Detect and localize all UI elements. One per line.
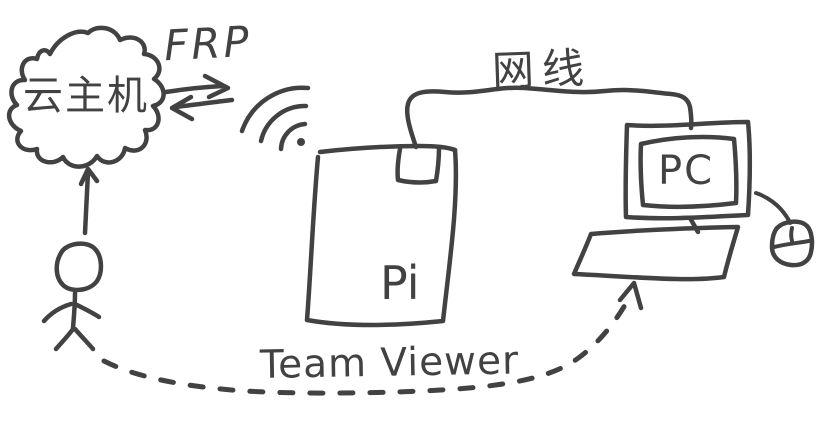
user-to-cloud-arrow xyxy=(78,166,100,236)
stick-figure-leg-right xyxy=(72,326,96,352)
monitor-stand xyxy=(687,215,701,235)
frp-label: FRP xyxy=(163,17,253,71)
wifi-arc-small xyxy=(278,121,308,152)
arrow-left-shaft xyxy=(172,97,235,110)
arrow-right-shaft xyxy=(163,83,225,95)
wifi-signal-icon xyxy=(239,85,311,152)
stick-figure-arm-left xyxy=(41,301,74,324)
pc-node: PC xyxy=(623,119,753,235)
wifi-dot xyxy=(297,138,305,146)
keyboard-icon xyxy=(571,224,741,282)
stick-figure-icon xyxy=(41,241,104,352)
stick-figure-body xyxy=(70,290,78,331)
mouse-body xyxy=(769,219,815,268)
teamviewer-dashed-curve xyxy=(101,295,632,396)
stick-figure-leg-left xyxy=(53,326,76,352)
frp-double-arrow xyxy=(163,73,235,122)
wifi-arc-large xyxy=(239,85,311,134)
mouse-button-divider xyxy=(772,239,811,249)
monitor-screen xyxy=(638,134,739,209)
raspberry-pi-node: Pi xyxy=(304,143,459,328)
mouse-button-notch xyxy=(789,226,794,243)
arrow-left-head xyxy=(169,94,195,122)
teamviewer-arrow-head xyxy=(617,280,644,311)
mouse-icon xyxy=(754,191,815,268)
pi-label: Pi xyxy=(380,256,420,310)
pc-label: PC xyxy=(658,148,714,194)
ethernet-cable-line xyxy=(405,85,694,150)
arrow-right-head xyxy=(202,73,231,100)
arrow-shaft xyxy=(82,169,91,236)
arrow-head xyxy=(78,166,100,187)
mouse-cable xyxy=(754,191,792,225)
wifi-arc-medium xyxy=(258,103,309,144)
teamviewer-connection xyxy=(101,280,644,396)
cloud-host-label: 云主机 xyxy=(23,73,149,119)
pi-board-top-edge xyxy=(317,143,458,155)
monitor-frame-icon xyxy=(623,119,753,221)
stick-figure-arm-right xyxy=(74,302,102,320)
stick-figure-head xyxy=(54,241,104,293)
cloud-icon xyxy=(7,25,166,169)
ethernet-port-icon xyxy=(395,145,442,185)
pi-board-outline xyxy=(304,147,459,328)
teamviewer-label: Team Viewer xyxy=(259,338,520,388)
cloud-host-node: 云主机 xyxy=(7,25,166,169)
